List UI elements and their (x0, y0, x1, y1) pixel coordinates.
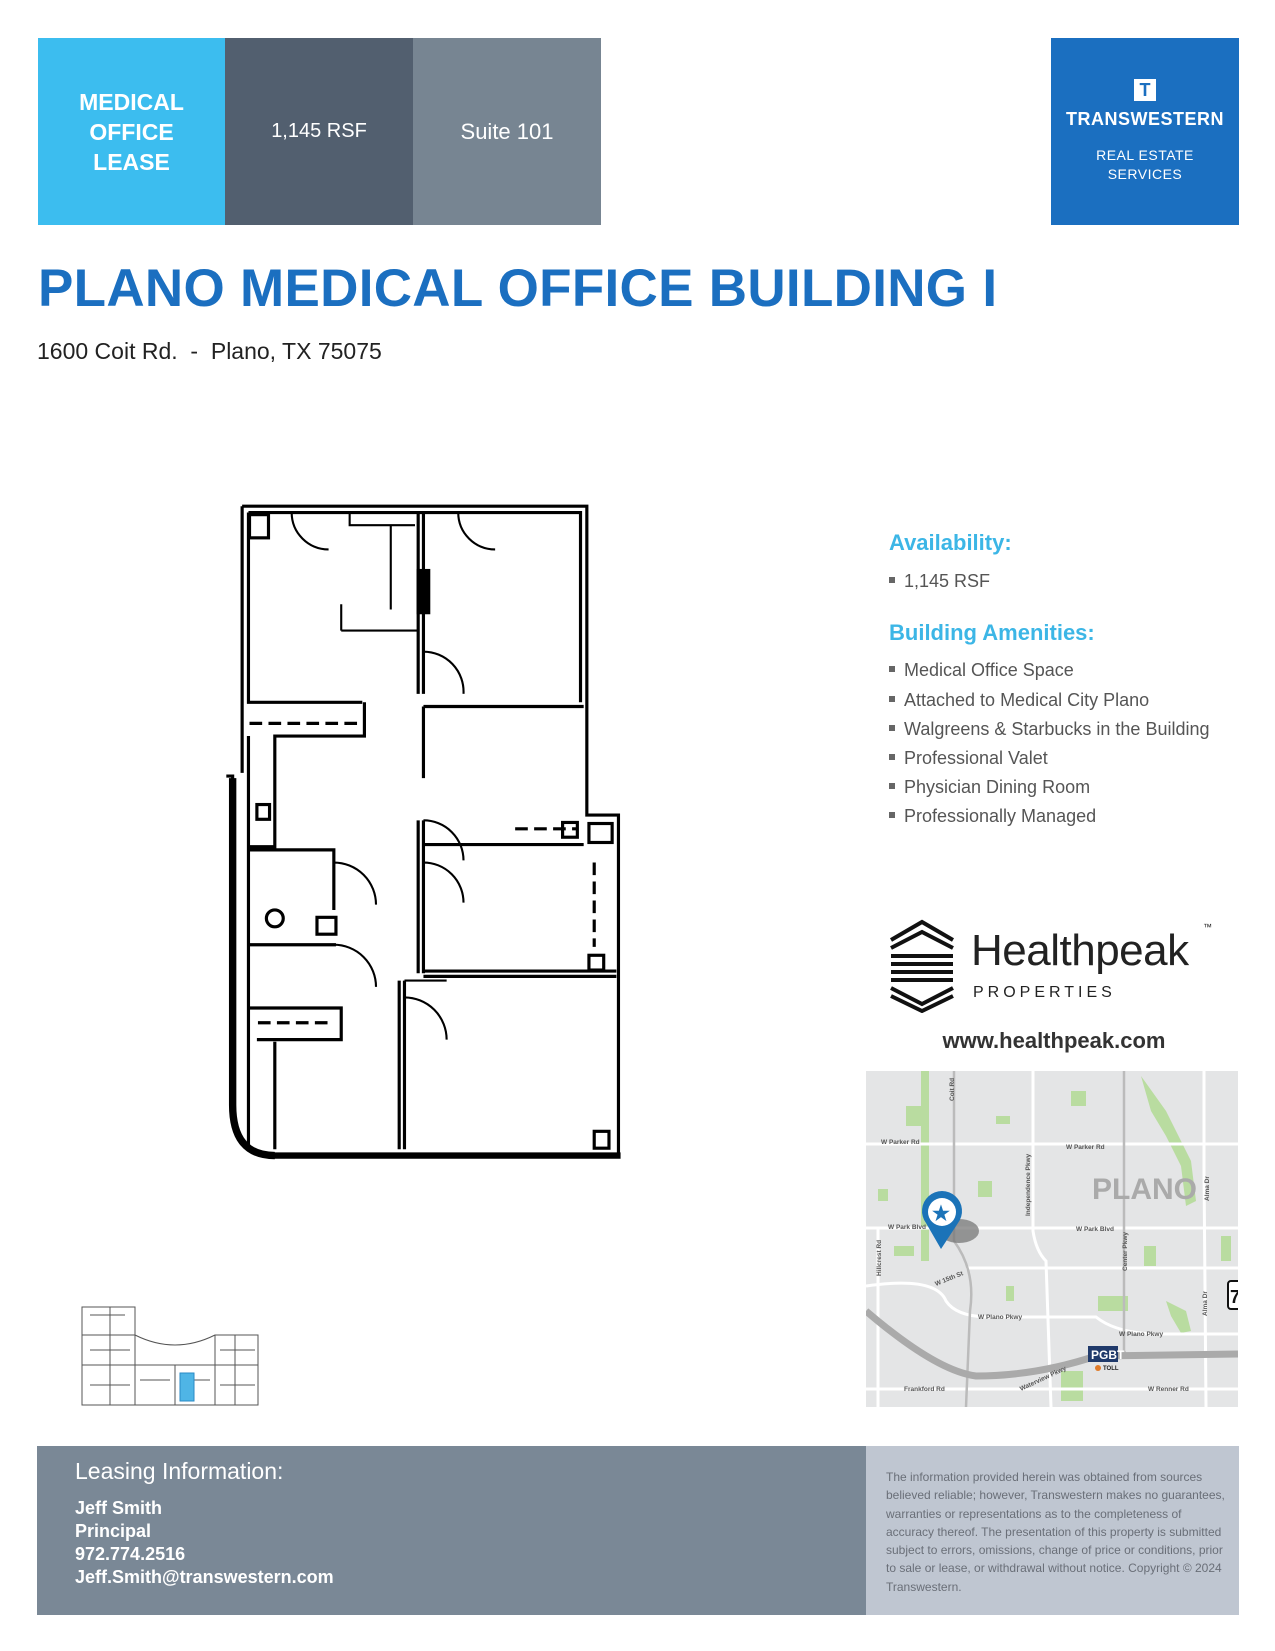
trademark: ™ (1203, 922, 1212, 932)
amenity-item: Medical Office Space (889, 660, 1074, 681)
key-plan (81, 1306, 259, 1406)
map-label: W Plano Pkwy (978, 1314, 1022, 1321)
map-label: W Park Blvd (888, 1224, 926, 1231)
map-label: W Parker Rd (881, 1139, 920, 1146)
page-title: PLANO MEDICAL OFFICE BUILDING I (38, 259, 998, 318)
size-badge: 1,145 RSF (225, 38, 413, 225)
badge-line: LEASE (93, 148, 170, 175)
transwestern-t-icon: T (1134, 79, 1156, 101)
toll-label: TOLL (1103, 1366, 1119, 1372)
toll-sign-label: PGBT (1091, 1348, 1125, 1362)
suite-highlight (179, 1372, 195, 1402)
healthpeak-logo: Healthpeak ™ PROPERTIES (889, 918, 1219, 1018)
park-areas (878, 1071, 1231, 1401)
map-label: Center Pkwy (1122, 1232, 1129, 1271)
healthpeak-sub: PROPERTIES (973, 984, 1116, 1001)
healthpeak-name: Healthpeak (971, 926, 1189, 975)
toll-icon (1095, 1365, 1101, 1371)
amenities-heading: Building Amenities: (889, 620, 1095, 645)
amenity-item: Professional Valet (889, 748, 1048, 769)
map-city-label: PLANO (1092, 1173, 1197, 1206)
map-label: Coit Rd (949, 1078, 956, 1101)
brand-tagline: SERVICES (1107, 166, 1183, 182)
contact-name: Jeff Smith (75, 1498, 163, 1518)
location-map[interactable]: W Parker Rd W Parker Rd W Park Blvd W Pa… (863, 1071, 1250, 1408)
amenity-item: Attached to Medical City Plano (889, 690, 1149, 711)
badge-line: OFFICE (89, 118, 174, 145)
disclaimer-panel: The information provided herein was obta… (866, 1446, 1239, 1615)
leasing-heading: Leasing Information: (75, 1458, 284, 1484)
map-label: Alma Dr (1202, 1291, 1209, 1316)
map-label: Frankford Rd (904, 1386, 945, 1393)
amenity-item: Physician Dining Room (889, 777, 1090, 798)
brand-tagline: REAL ESTATE (1096, 147, 1194, 163)
floor-plan (226, 504, 621, 1160)
amenity-item: Walgreens & Starbucks in the Building (889, 719, 1210, 740)
map-label: W Renner Rd (1148, 1386, 1189, 1393)
svg-text:★: ★ (932, 1203, 950, 1225)
availability-heading: Availability: (889, 530, 1012, 555)
map-label: W Parker Rd (1066, 1144, 1105, 1151)
pgbt-sign (1088, 1346, 1118, 1362)
suite-badge: Suite 101 (413, 38, 601, 225)
lease-type-badge: MEDICAL OFFICE LEASE (38, 38, 225, 225)
highway-label: 75 (1230, 1287, 1238, 1307)
map-label: Alma Dr (1204, 1176, 1211, 1201)
map-label: Hillcrest Rd (876, 1240, 883, 1276)
contact-email[interactable]: Jeff.Smith@transwestern.com (75, 1567, 334, 1587)
healthpeak-mountain-icon (889, 919, 955, 1013)
contact-phone[interactable]: 972.774.2516 (75, 1544, 186, 1564)
brand-name: TRANSWESTERN (1066, 109, 1224, 129)
map-label: W Park Blvd (1076, 1226, 1114, 1233)
availability-item: 1,145 RSF (889, 571, 990, 592)
map-label: Independence Pkwy (1025, 1153, 1032, 1216)
badge-line: MEDICAL (79, 88, 184, 115)
address: 1600 Coit Rd. - Plano, TX 75075 (37, 338, 382, 364)
amenity-item: Professionally Managed (889, 806, 1096, 827)
star-pin-icon: ★ (922, 1191, 962, 1249)
transwestern-logo: T TRANSWESTERN REAL ESTATE SERVICES (1051, 38, 1239, 225)
disclaimer-text: The information provided herein was obta… (886, 1470, 1225, 1594)
map-label: W 15th St (934, 1270, 965, 1288)
map-label: W Plano Pkwy (1119, 1331, 1163, 1338)
contact-title: Principal (75, 1521, 152, 1541)
pgbt-highway (863, 1308, 1239, 1380)
leasing-info-panel: Leasing Information: Jeff Smith Principa… (37, 1446, 866, 1615)
healthpeak-website-link[interactable]: www.healthpeak.com (942, 1028, 1166, 1053)
